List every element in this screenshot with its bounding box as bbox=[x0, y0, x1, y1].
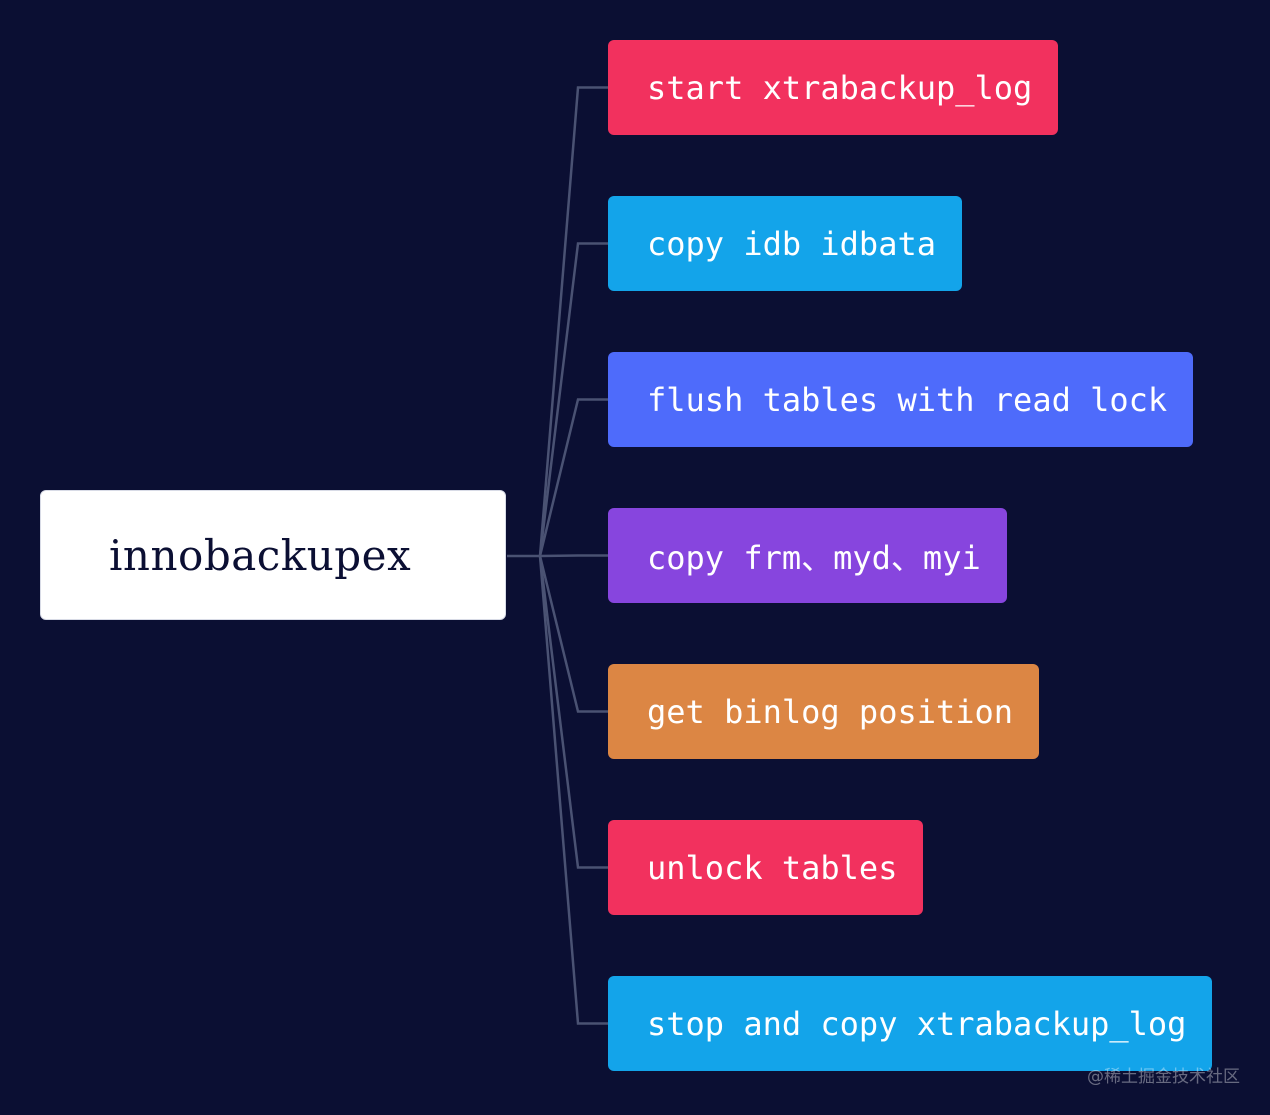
watermark: @稀土掘金技术社区 bbox=[1087, 1067, 1240, 1087]
connector-line bbox=[538, 242, 608, 557]
step-node[interactable]: copy frm、myd、myi bbox=[608, 508, 1007, 603]
step-node-label: copy idb idbata bbox=[647, 224, 936, 263]
connector-line bbox=[538, 555, 608, 713]
step-node-label: flush tables with read lock bbox=[647, 380, 1168, 419]
step-node-label: copy frm、myd、myi bbox=[647, 538, 981, 577]
step-node-label: unlock tables bbox=[647, 848, 898, 887]
step-node[interactable]: unlock tables bbox=[608, 820, 924, 915]
connector-line bbox=[538, 555, 608, 1025]
step-node-label: get binlog position bbox=[647, 692, 1014, 731]
step-node[interactable]: copy idb idbata bbox=[608, 196, 962, 291]
connector-line bbox=[538, 398, 608, 557]
step-node[interactable]: stop and copy xtrabackup_log bbox=[608, 976, 1213, 1071]
root-node-label: innobackupex bbox=[109, 530, 412, 580]
step-node[interactable]: start xtrabackup_log bbox=[608, 40, 1059, 135]
root-node[interactable]: innobackupex bbox=[40, 490, 506, 620]
step-node-label: stop and copy xtrabackup_log bbox=[647, 1004, 1187, 1043]
step-node-label: start xtrabackup_log bbox=[647, 68, 1033, 107]
connector-line bbox=[538, 555, 608, 869]
step-node[interactable]: flush tables with read lock bbox=[608, 352, 1194, 447]
step-node[interactable]: get binlog position bbox=[608, 664, 1040, 759]
connector-line bbox=[538, 86, 608, 557]
connector-line bbox=[539, 554, 608, 558]
